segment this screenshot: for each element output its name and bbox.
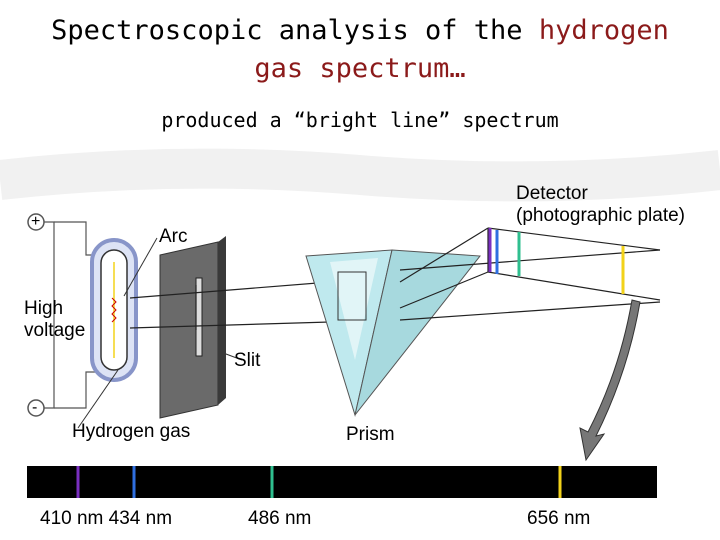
gas-pointer xyxy=(77,369,119,429)
wavelength-label-486: 486 nm xyxy=(248,508,312,529)
detector-lines xyxy=(488,228,625,294)
subtitle: produced a “bright line” spectrum xyxy=(161,108,559,132)
hydrogen-gas-label: Hydrogen gas xyxy=(72,421,191,442)
title-line-2: gas spectrum… xyxy=(254,53,466,84)
high-label: High xyxy=(24,298,64,319)
slit-plate xyxy=(159,236,226,419)
dispersed-beam xyxy=(399,227,661,321)
prism-icon xyxy=(305,249,481,417)
minus-terminal-icon xyxy=(27,399,45,417)
voltage-label: voltage xyxy=(24,320,86,341)
title-prefix: Spectroscopic analysis of the xyxy=(51,15,539,46)
arrow-icon xyxy=(579,299,641,462)
spectrum-bar xyxy=(27,466,657,498)
plus-terminal-icon xyxy=(27,213,45,231)
gas-tube xyxy=(90,238,138,382)
slit-label: Slit xyxy=(234,350,261,371)
arc-label: Arc xyxy=(159,226,188,247)
incident-beam xyxy=(129,281,331,330)
plus-sign: + xyxy=(31,213,41,230)
wavelength-label-410-434: 410 nm 434 nm xyxy=(40,508,173,529)
prism-label: Prism xyxy=(346,424,395,445)
detector-label: Detector xyxy=(516,183,588,204)
detector-sub-label: (photographic plate) xyxy=(516,205,685,226)
minus-sign: - xyxy=(32,399,38,416)
arc-pointer xyxy=(123,237,158,297)
title-highlight: hydrogen xyxy=(538,15,669,46)
wavelength-label-656: 656 nm xyxy=(527,508,591,529)
title-line-1: Spectroscopic analysis of the hydrogen xyxy=(0,16,720,46)
